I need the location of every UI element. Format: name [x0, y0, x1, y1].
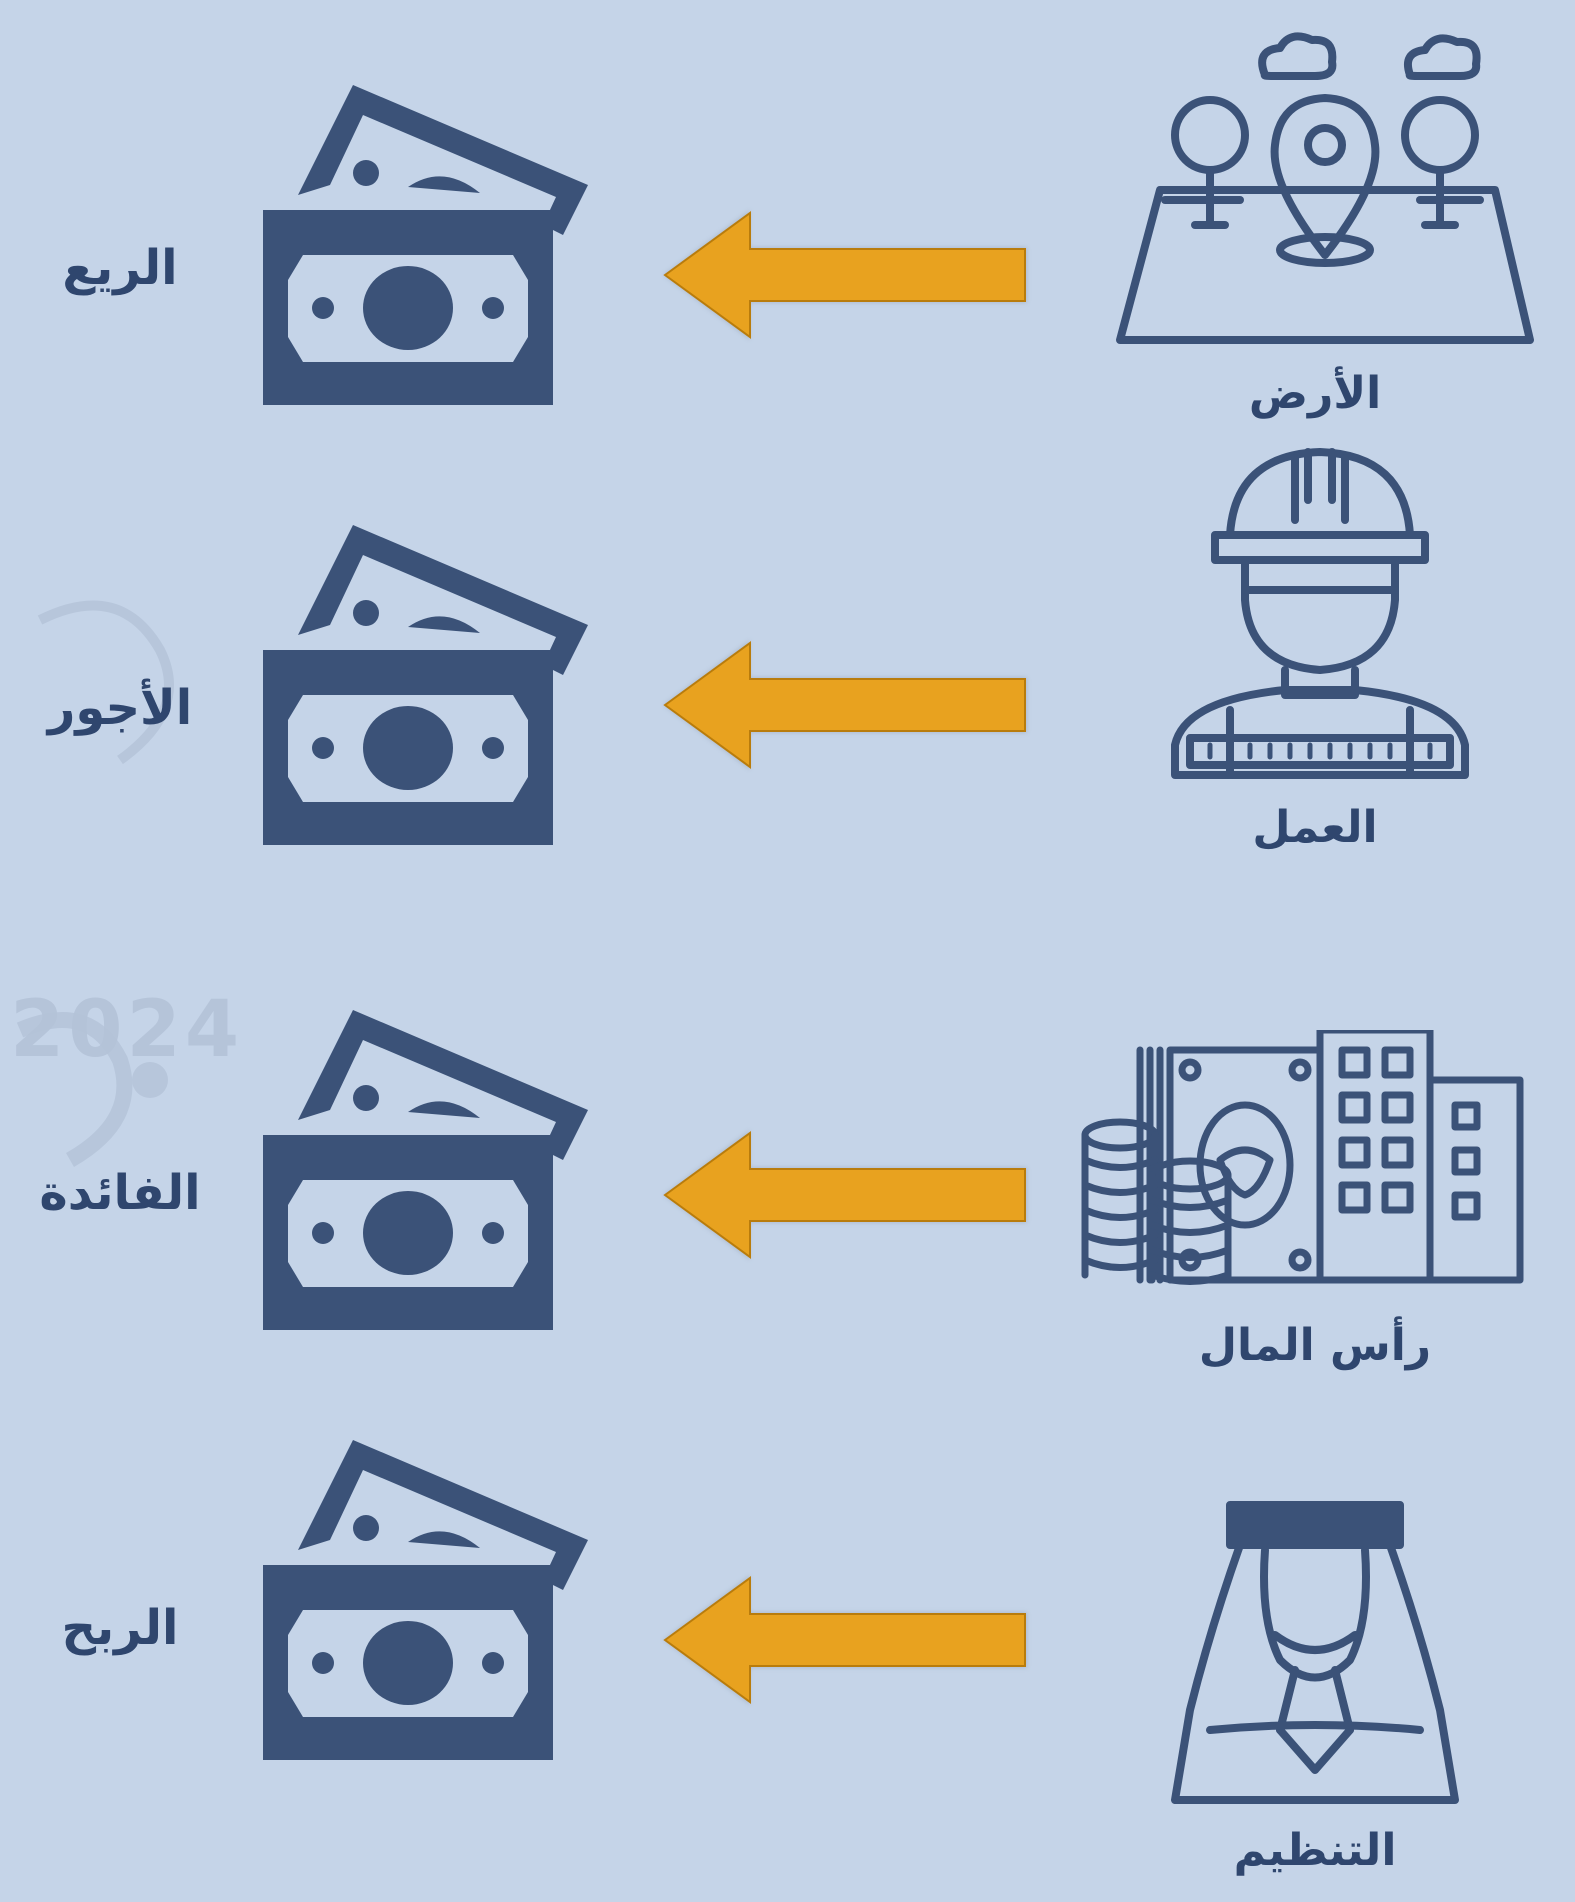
row-land: الريع الأرض — [0, 0, 1575, 420]
arrow-icon — [655, 635, 1035, 775]
row-labor: الأجور العمل — [0, 440, 1575, 860]
factor-label-labor: العمل — [1252, 802, 1378, 853]
money-bills-icon — [258, 1430, 598, 1760]
factor-label-capital: رأس المال — [1198, 1320, 1432, 1371]
row-capital: الفائدة رأس المال — [0, 880, 1575, 1371]
reward-label-profit: الربح — [61, 1600, 179, 1656]
money-bills-icon — [258, 75, 598, 405]
money-bills-icon — [258, 515, 598, 845]
entrepreneur-person-icon — [1080, 1470, 1550, 1850]
arrow-icon — [655, 205, 1035, 345]
land-map-pin-icon — [1080, 10, 1550, 350]
arrow-icon — [655, 1570, 1035, 1710]
capital-coins-building-icon — [1080, 1030, 1550, 1290]
factor-label-land: الأرض — [1248, 368, 1382, 419]
worker-hardhat-icon — [1080, 440, 1550, 780]
watermark-year: 2024 — [10, 985, 244, 1075]
money-bills-icon — [258, 1000, 598, 1330]
watermark-shape — [16, 600, 174, 1167]
row-organization: الربح التنظيم — [0, 1320, 1575, 1876]
arrow-icon — [655, 1125, 1035, 1265]
reward-label-interest: الفائدة — [39, 1165, 201, 1221]
reward-label-wages: الأجور — [47, 680, 193, 736]
reward-label-rent: الريع — [62, 240, 178, 296]
factor-label-organization: التنظيم — [1233, 1825, 1397, 1876]
